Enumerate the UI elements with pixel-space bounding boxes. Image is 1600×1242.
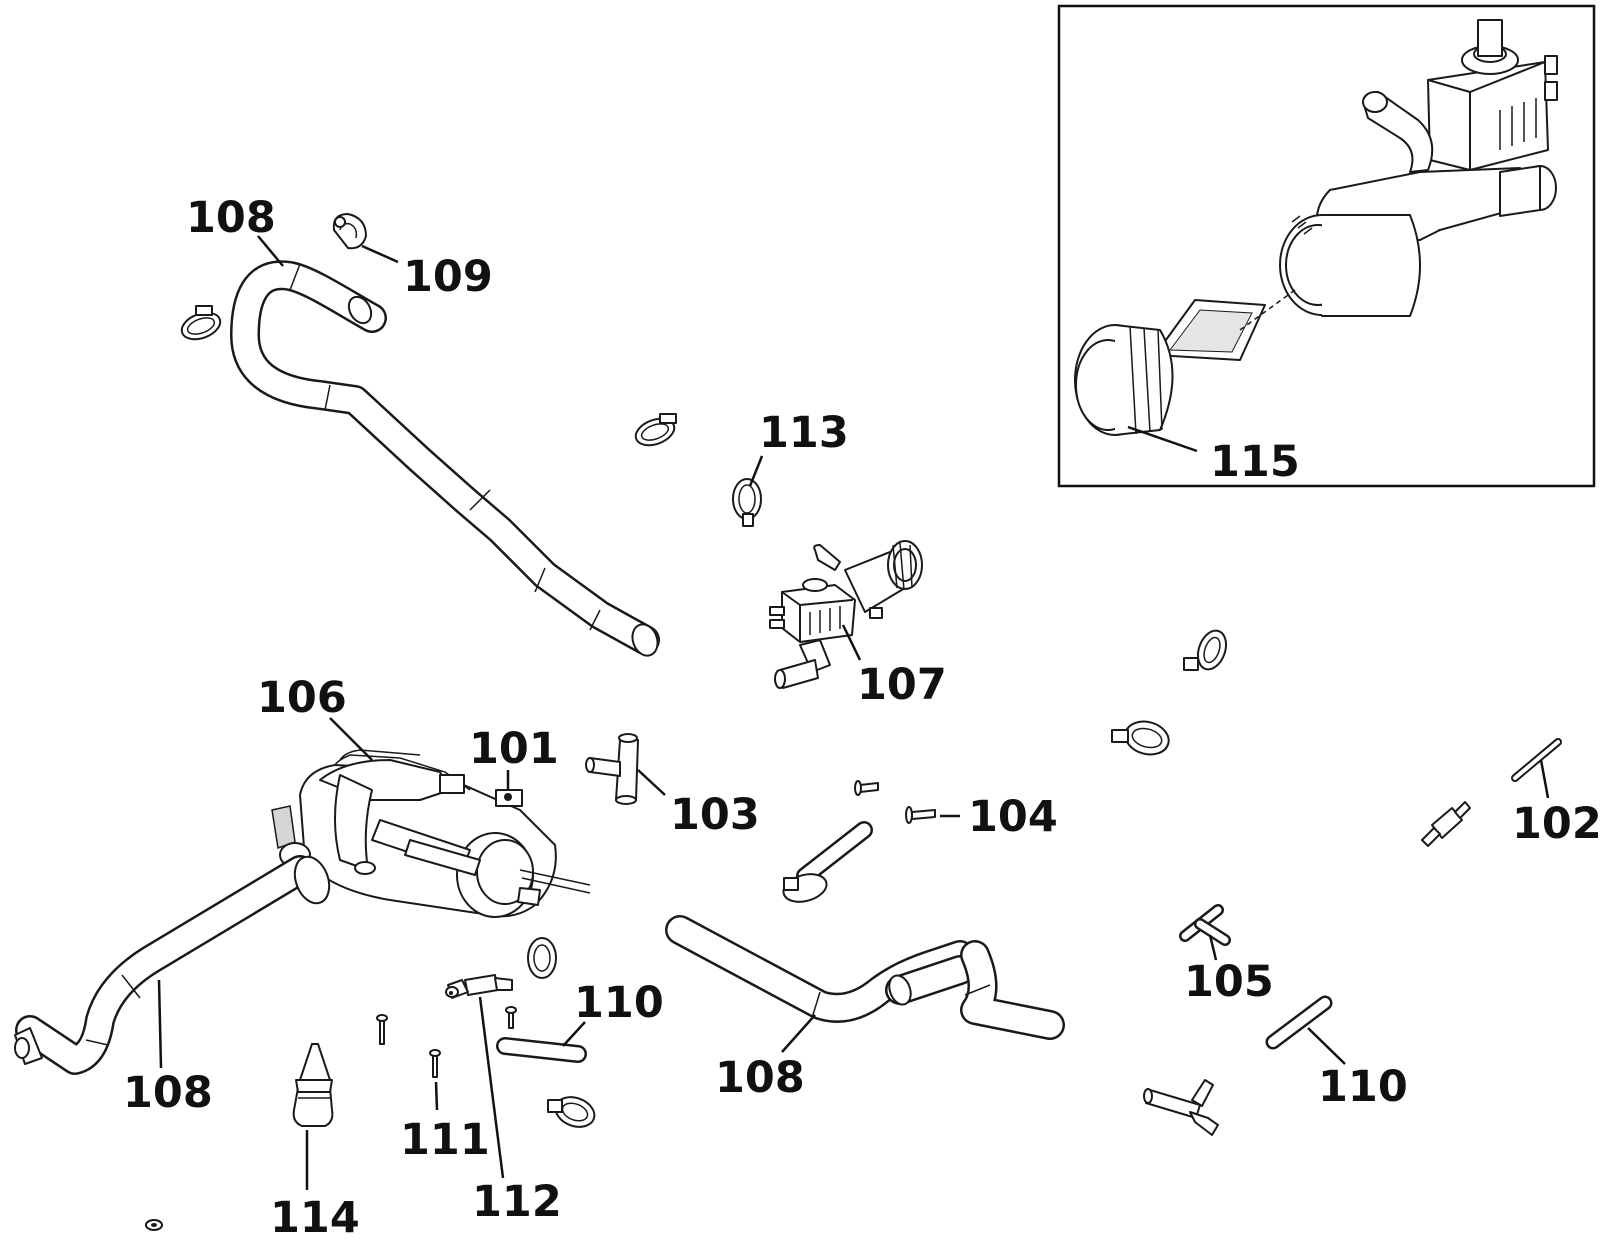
- callout-102: 102: [1512, 799, 1600, 849]
- washer: [145, 1219, 163, 1231]
- callout-105: 105: [1184, 957, 1274, 1007]
- callout-110-right: 110: [1318, 1062, 1408, 1112]
- callout-108-top: 108: [186, 193, 276, 243]
- hose-108-left: [14, 855, 331, 1075]
- callout-115: 115: [1210, 437, 1300, 487]
- t-piece-105: [1179, 904, 1231, 946]
- callout-110-mid: 110: [574, 978, 664, 1028]
- callout-106: 106: [257, 673, 347, 723]
- check-valve: [1421, 801, 1471, 847]
- callout-109: 109: [403, 252, 493, 302]
- pump-assembly-106: [271, 749, 591, 918]
- hose-clamp-loose-5: [527, 937, 557, 979]
- leader-105: [1208, 934, 1218, 961]
- callout-114: 114: [270, 1193, 360, 1242]
- leader-102: [1539, 759, 1550, 799]
- hose-clamp-loose-1: [180, 305, 222, 341]
- hose-108-bottom: [665, 915, 1065, 1040]
- hose-clamp-109: [332, 213, 367, 250]
- callout-101: 101: [469, 724, 559, 774]
- leader-113: [748, 455, 764, 487]
- leader-112: [478, 996, 505, 1179]
- leader-110-mid: [562, 1021, 586, 1047]
- callout-103: 103: [670, 790, 760, 840]
- rod-102: [1511, 738, 1562, 782]
- callout-104: 104: [968, 792, 1058, 842]
- callout-107: 107: [857, 660, 947, 710]
- hose-clamp-loose-2: [634, 413, 677, 447]
- callout-108-left: 108: [123, 1068, 213, 1118]
- callout-108-bottom: 108: [715, 1053, 805, 1103]
- inset-solenoid-valve: [1074, 19, 1558, 436]
- solenoid-valve-107: [769, 540, 923, 689]
- leader-107: [841, 624, 862, 661]
- short-tube: [782, 821, 873, 903]
- t-connector-lower: [1143, 1079, 1219, 1136]
- tube-110-right: [1265, 995, 1333, 1050]
- leader-108-top: [257, 235, 284, 267]
- leader-109: [361, 244, 399, 264]
- hose-clamp-113: [732, 478, 762, 527]
- leader-108-bottom: [781, 1014, 816, 1053]
- screws-111: [376, 1006, 517, 1078]
- callout-112: 112: [472, 1177, 562, 1227]
- leader-103: [637, 769, 666, 796]
- leader-110-right: [1307, 1027, 1346, 1065]
- screw-104: [854, 780, 936, 824]
- hose-108-top: [230, 260, 660, 657]
- callout-113: 113: [759, 408, 849, 458]
- leader-111: [434, 1081, 439, 1111]
- leader-106: [329, 717, 373, 761]
- leader-115: [1127, 425, 1198, 453]
- bottle-114: [292, 1043, 334, 1127]
- tube-110-mid: [496, 1037, 587, 1063]
- hose-clamp-loose-6: [547, 1096, 596, 1128]
- t-connector-103: [585, 733, 639, 805]
- hose-clamp-loose-4: [1111, 720, 1170, 756]
- hose-clamp-loose-3: [1183, 629, 1228, 671]
- callout-111: 111: [400, 1115, 490, 1165]
- connector-112: [445, 974, 513, 999]
- leader-108-left: [157, 979, 163, 1069]
